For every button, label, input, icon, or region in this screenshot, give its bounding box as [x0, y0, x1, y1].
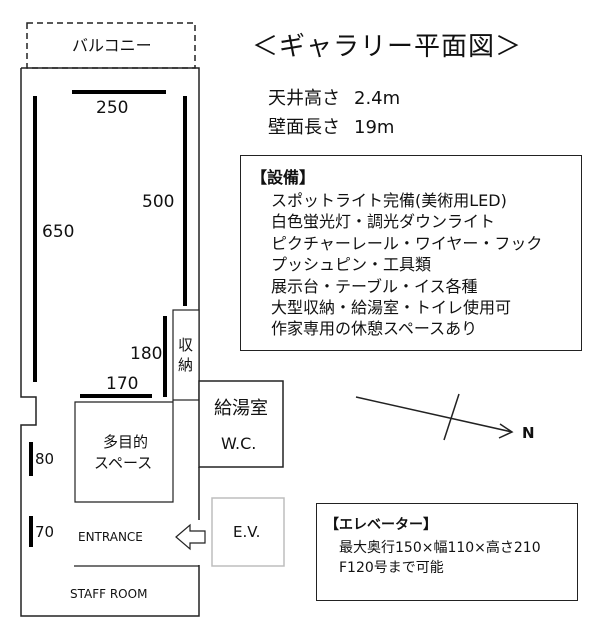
multipurpose-label-line2: スペース: [94, 454, 153, 472]
compass-crossbar: [443, 393, 460, 441]
multipurpose-label-line1: 多目的: [103, 433, 149, 451]
elevator-info-item: 最大奥行150×幅110×高さ210: [339, 540, 541, 556]
multipurpose-outline: [74, 400, 174, 503]
facility-item: スポットライト完備(美術用LED): [271, 191, 507, 210]
facility-item: 大型収納・給湯室・トイレ使用可: [271, 298, 512, 318]
dimension-partition-wall: 170: [106, 374, 139, 394]
north-label: N: [522, 424, 535, 442]
spec-wall-length: 壁面長さ 19m: [268, 119, 394, 137]
balcony-outline: [26, 22, 196, 69]
facility-item: ピクチャーレール・ワイヤー・フック: [271, 233, 543, 253]
facilities-box: 【設備】 スポットライト完備(美術用LED) 白色蛍光灯・調光ダウンライト ピク…: [240, 155, 582, 351]
facility-item: プッシュピン・工具類: [271, 255, 432, 275]
dimension-top-wall: 250: [96, 98, 129, 118]
dimension-right-wall: 500: [142, 192, 175, 212]
kitchen-label: 給湯室: [214, 398, 268, 419]
storage-outline: [172, 309, 200, 401]
kitchen-wc-outline: [198, 380, 284, 468]
facility-item: 作家専用の休憩スペースあり: [271, 319, 478, 339]
storage-label-line2: 納: [178, 356, 194, 374]
spec-label: 天井高さ: [268, 88, 340, 109]
wc-label: W.C.: [221, 434, 257, 453]
storage-label-line1: 収: [178, 336, 194, 354]
page-title: ＜ギャラリー平面図＞: [252, 32, 523, 62]
spec-value: 19m: [354, 117, 395, 138]
balcony-label: バルコニー: [72, 36, 152, 55]
elevator-outline: [211, 497, 285, 567]
dimension-left-bottom-wall: 70: [35, 523, 55, 541]
facility-item: 白色蛍光灯・調光ダウンライト: [271, 212, 496, 232]
dimension-left-lower-wall: 80: [35, 450, 55, 468]
entrance-arrow-icon: [175, 523, 206, 551]
elevator-label: E.V.: [233, 523, 261, 541]
spec-value: 2.4m: [354, 88, 401, 109]
elevator-info-item: F120号まで可能: [339, 560, 444, 576]
elevator-info-heading: 【エレベーター】: [325, 517, 437, 533]
spec-label: 壁面長さ: [268, 117, 340, 138]
facilities-heading: 【設備】: [251, 168, 316, 187]
outer-wall-left: [20, 68, 200, 617]
facility-item: 展示台・テーブル・イス各種: [271, 276, 478, 296]
entrance-label: ENTRANCE: [78, 530, 143, 544]
compass-arrowhead-icon: [498, 423, 514, 439]
spec-ceiling-height: 天井高さ 2.4m: [268, 90, 400, 108]
elevator-info-box: 【エレベーター】 最大奥行150×幅110×高さ210 F120号まで可能: [316, 503, 578, 601]
dimension-left-wall: 650: [42, 222, 75, 242]
outer-wall-right: [21, 67, 200, 381]
staff-room-label: STAFF ROOM: [70, 587, 148, 601]
dimension-storage-wall: 180: [130, 344, 163, 364]
compass-line: [355, 396, 513, 433]
